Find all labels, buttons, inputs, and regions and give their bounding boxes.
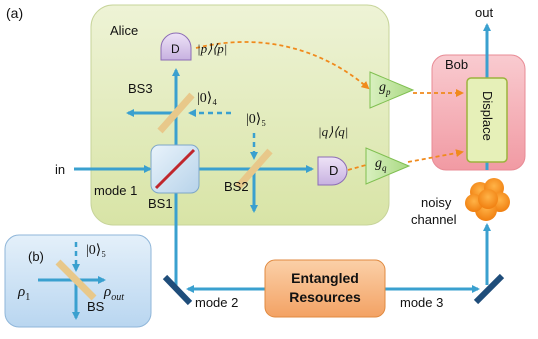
- bs2-label: BS2: [224, 179, 249, 194]
- gain-q-amplifier: [365, 147, 411, 185]
- mirror-mode2: [162, 274, 193, 306]
- mode1-label: mode 1: [94, 183, 138, 198]
- displace-label: Displace: [480, 91, 495, 141]
- bs3-label: BS3: [128, 81, 153, 96]
- detector-right: [317, 156, 348, 186]
- panel-b-tag: (b): [28, 249, 44, 264]
- panel-b-vacuum-label: |0⟩₅: [86, 243, 107, 258]
- bs2-plate: [235, 148, 273, 190]
- mode2-label: mode 2: [195, 295, 239, 310]
- bs3-plate: [157, 92, 195, 134]
- panel-a-tag: (a): [6, 5, 24, 21]
- projector-q-label: |q⟩⟨q|: [318, 124, 349, 139]
- noisy-label-line2: channel: [411, 212, 457, 227]
- in-label: in: [55, 162, 66, 177]
- noisy-label-line1: noisy: [421, 195, 452, 210]
- entangled-resources-box: [264, 259, 386, 318]
- displace-box: [466, 77, 508, 163]
- detector-right-label: D: [329, 163, 339, 178]
- mode3-label: mode 3: [400, 295, 444, 310]
- gain-p-label: gp: [379, 80, 391, 97]
- detector-top: [160, 32, 192, 61]
- bs1-label: BS1: [148, 196, 173, 211]
- vacuum-4-label: |0⟩₄: [197, 91, 218, 106]
- rho1-label: ρ1: [18, 284, 31, 303]
- rho-out-label: ρout: [104, 284, 124, 303]
- detector-top-label: D: [171, 42, 180, 56]
- projector-p-label: |p⟩⟨p|: [197, 41, 228, 56]
- panel-b-beamsplitter: [55, 259, 97, 301]
- entangled-label-line1: Entangled: [291, 270, 359, 286]
- alice-title: Alice: [110, 23, 139, 38]
- mirror-mode3: [473, 273, 505, 305]
- gain-p-amplifier: [369, 71, 415, 109]
- bob-title: Bob: [445, 57, 469, 72]
- bs1-diagonal: [154, 148, 196, 190]
- feedforward-gq-to-displace: [407, 149, 464, 163]
- panel-b-bs-label: BS: [87, 299, 105, 314]
- entangled-label-line2: Resources: [289, 289, 361, 305]
- gain-q-label: gq: [375, 156, 387, 173]
- out-label: out: [475, 5, 494, 20]
- noisy-channel-cloud: [465, 178, 510, 221]
- feedforward-q-to-gain: [347, 164, 367, 171]
- vacuum-5-label: |0⟩₅: [246, 112, 267, 127]
- feedforward-p-to-gain: [195, 41, 370, 90]
